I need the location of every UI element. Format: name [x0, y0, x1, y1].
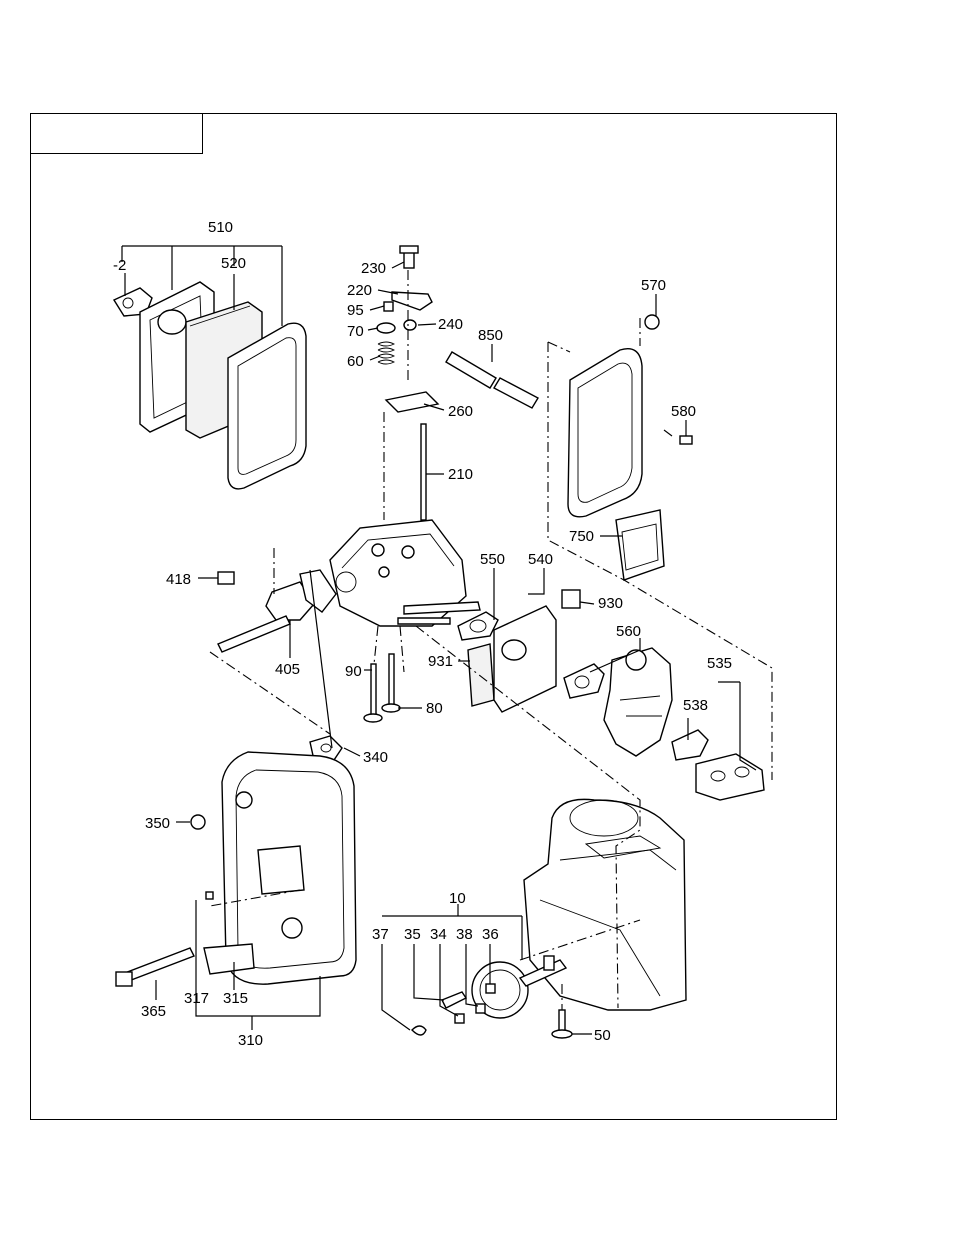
label-405: 405 — [275, 661, 300, 678]
label-230: 230 — [361, 260, 386, 277]
label-95: 95 — [347, 302, 364, 319]
crankcase — [524, 799, 686, 1010]
label-90: 90 — [345, 663, 362, 680]
weight-35 — [442, 992, 466, 1008]
muffler-assembly — [116, 752, 356, 986]
bolt-365 — [122, 948, 194, 982]
label-36: 36 — [482, 926, 499, 943]
label-550: 550 — [480, 551, 505, 568]
air-cleaner-assembly — [114, 282, 306, 489]
label-535: 535 — [707, 655, 732, 672]
label-930: 930 — [598, 595, 623, 612]
label-750: 750 — [569, 528, 594, 545]
label-260: 260 — [448, 403, 473, 420]
label-538: 538 — [683, 697, 708, 714]
label-931: 931 — [428, 653, 453, 670]
carburetor-spacer — [468, 644, 494, 706]
label-315: 315 — [223, 990, 248, 1007]
label-240: 240 — [438, 316, 463, 333]
label-37: 37 — [372, 926, 389, 943]
screw-317 — [206, 892, 213, 899]
carburetor-insulator — [494, 606, 556, 712]
bolt-580 — [680, 436, 692, 444]
breather-tube — [446, 352, 496, 388]
spring-retainer — [377, 323, 395, 333]
label-38: 38 — [456, 926, 473, 943]
flange-nut — [645, 315, 659, 329]
bolt-418 — [218, 572, 234, 584]
muffler-pipe-315 — [204, 944, 254, 974]
label-70: 70 — [347, 323, 364, 340]
push-rod — [421, 424, 426, 520]
exhaust-stud — [218, 616, 290, 652]
valve-spring — [378, 342, 394, 364]
label-570: 570 — [641, 277, 666, 294]
label-34: 34 — [430, 926, 447, 943]
rocker-arm — [392, 292, 432, 310]
circlip-37 — [412, 1026, 426, 1035]
label-317: 317 — [184, 990, 209, 1007]
label-510: 510 — [208, 219, 233, 236]
label-220: 220 — [347, 282, 372, 299]
label-365: 365 — [141, 1003, 166, 1020]
label-540: 540 — [528, 551, 553, 568]
valve-cap — [384, 302, 393, 311]
label-10: 10 — [449, 890, 466, 907]
lock-nut — [404, 320, 416, 330]
label-80: 80 — [426, 700, 443, 717]
label-50: 50 — [594, 1027, 611, 1044]
muffler-nut — [191, 815, 205, 829]
label-850: 850 — [478, 327, 503, 344]
plate-535 — [696, 754, 764, 800]
label-310: 310 — [238, 1032, 263, 1049]
label-minus-2: -2 — [113, 257, 126, 274]
label-210: 210 — [448, 466, 473, 483]
label-60: 60 — [347, 353, 364, 370]
cover-750-housing — [568, 349, 642, 517]
bolt-50 — [559, 1010, 565, 1032]
intake-parts — [458, 590, 764, 800]
insulator-gasket — [458, 612, 498, 640]
cylinder-head — [330, 520, 480, 722]
label-520: 520 — [221, 255, 246, 272]
label-340: 340 — [363, 749, 388, 766]
breather-element — [562, 590, 580, 608]
label-560: 560 — [616, 623, 641, 640]
label-350: 350 — [145, 815, 170, 832]
spring-36 — [486, 984, 495, 993]
air-cleaner-gasket-538 — [672, 730, 708, 760]
label-418: 418 — [166, 571, 191, 588]
label-580: 580 — [671, 403, 696, 420]
exhaust-valve — [371, 664, 376, 716]
camshaft-assembly — [412, 956, 572, 1038]
label-35: 35 — [404, 926, 421, 943]
push-rod-guide — [386, 392, 438, 412]
intake-valve — [389, 654, 394, 706]
